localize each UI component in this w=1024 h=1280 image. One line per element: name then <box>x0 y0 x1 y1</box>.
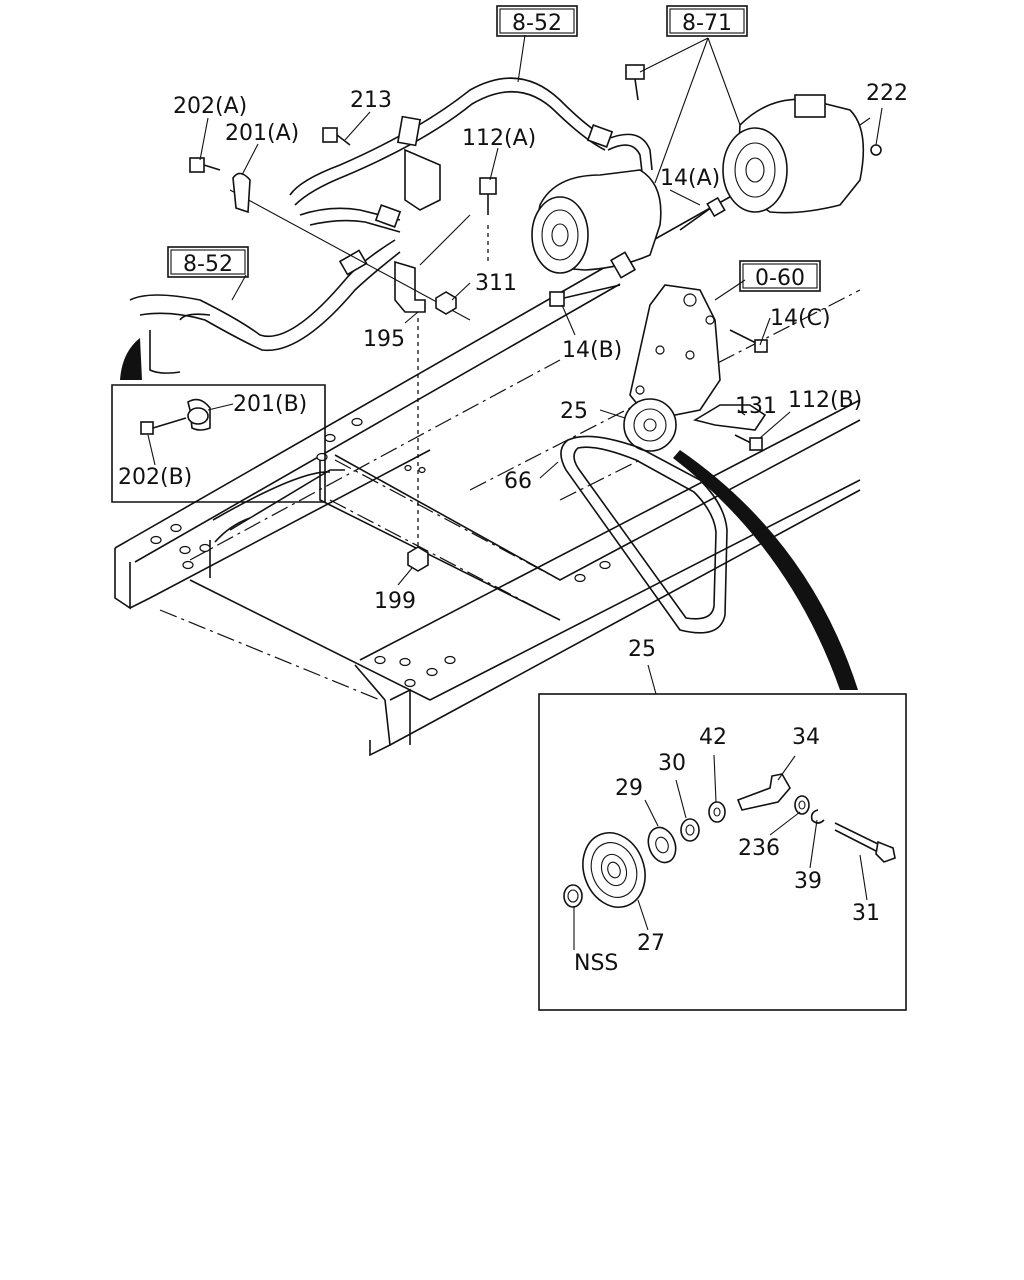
callout-29: 29 <box>615 776 643 801</box>
ref-label: 8-71 <box>682 11 732 36</box>
ref-label: 8-52 <box>183 252 233 277</box>
compressor-right <box>722 94 882 214</box>
washer-42 <box>708 801 726 823</box>
bolt-14c <box>729 329 768 353</box>
callout-14c: 14(C) <box>770 306 831 331</box>
bolt-112a <box>479 177 497 215</box>
callout-112b: 112(B) <box>788 388 862 413</box>
callout-131: 131 <box>735 394 777 419</box>
chassis-frame <box>114 179 861 757</box>
spacer-29 <box>647 826 677 864</box>
bolt-31 <box>834 822 896 863</box>
detail-title: 25 <box>628 637 656 662</box>
callout-201b: 201(B) <box>233 392 307 417</box>
bolts <box>189 64 768 572</box>
hose-brackets <box>229 148 471 321</box>
nut-311 <box>435 291 457 315</box>
callout-25: 25 <box>560 399 588 424</box>
nut-199 <box>407 546 429 572</box>
ref-box-8-52-top: 8-52 <box>496 5 578 37</box>
callout-labels: 202(A) 201(A) 213 112(A) 14(A) 222 311 1… <box>118 81 908 976</box>
bolt-202b <box>140 417 187 435</box>
callout-31: 31 <box>852 901 880 926</box>
bolt-112b <box>734 434 763 451</box>
shaft-34 <box>736 773 791 811</box>
callout-30: 30 <box>658 751 686 776</box>
callout-14a: 14(A) <box>660 166 720 191</box>
ref-box-8-52-left: 8-52 <box>167 246 249 278</box>
clamp-201b <box>187 398 211 431</box>
bearing-30 <box>680 818 700 842</box>
detail-arrow <box>673 450 858 690</box>
clamp-201a <box>232 172 251 214</box>
pulley-27 <box>582 832 646 908</box>
bolt-213 <box>322 127 351 146</box>
refrigerant-hoses <box>129 77 653 374</box>
frame-holes <box>150 417 611 688</box>
callout-66: 66 <box>504 469 532 494</box>
ref-label: 0-60 <box>755 266 805 291</box>
detail-box <box>538 664 907 1011</box>
callout-34: 34 <box>792 725 820 750</box>
tensioner-bracket <box>623 284 767 452</box>
drive-belt <box>560 435 728 634</box>
clip-39 <box>810 809 825 824</box>
ref-box-8-71: 8-71 <box>666 5 748 37</box>
hose-arrow <box>120 338 142 380</box>
bolt-14a <box>679 196 726 231</box>
callout-112a: 112(A) <box>462 126 536 151</box>
callout-213: 213 <box>350 88 392 113</box>
bolt-top <box>625 64 645 101</box>
ref-box-0-60: 0-60 <box>739 260 821 292</box>
callout-311: 311 <box>475 271 517 296</box>
callout-14b: 14(B) <box>562 338 622 363</box>
callout-27: 27 <box>637 931 665 956</box>
bolt-202a <box>189 157 221 173</box>
callout-199: 199 <box>374 589 416 614</box>
callout-236: 236 <box>738 836 780 861</box>
bolt-14b <box>549 284 621 307</box>
washer-236 <box>794 795 810 815</box>
callout-42: 42 <box>699 725 727 750</box>
callout-201a: 201(A) <box>225 121 299 146</box>
ref-label: 8-52 <box>512 11 562 36</box>
callout-195: 195 <box>363 327 405 352</box>
callout-202b: 202(B) <box>118 465 192 490</box>
callout-nss: NSS <box>574 951 618 976</box>
dust-cap-nss <box>563 884 583 908</box>
inset-clamp-box <box>111 384 326 503</box>
leader-lines <box>147 34 883 586</box>
callout-202a: 202(A) <box>173 94 247 119</box>
callout-222: 222 <box>866 81 908 106</box>
callout-39: 39 <box>794 869 822 894</box>
compressor-left <box>531 169 662 279</box>
